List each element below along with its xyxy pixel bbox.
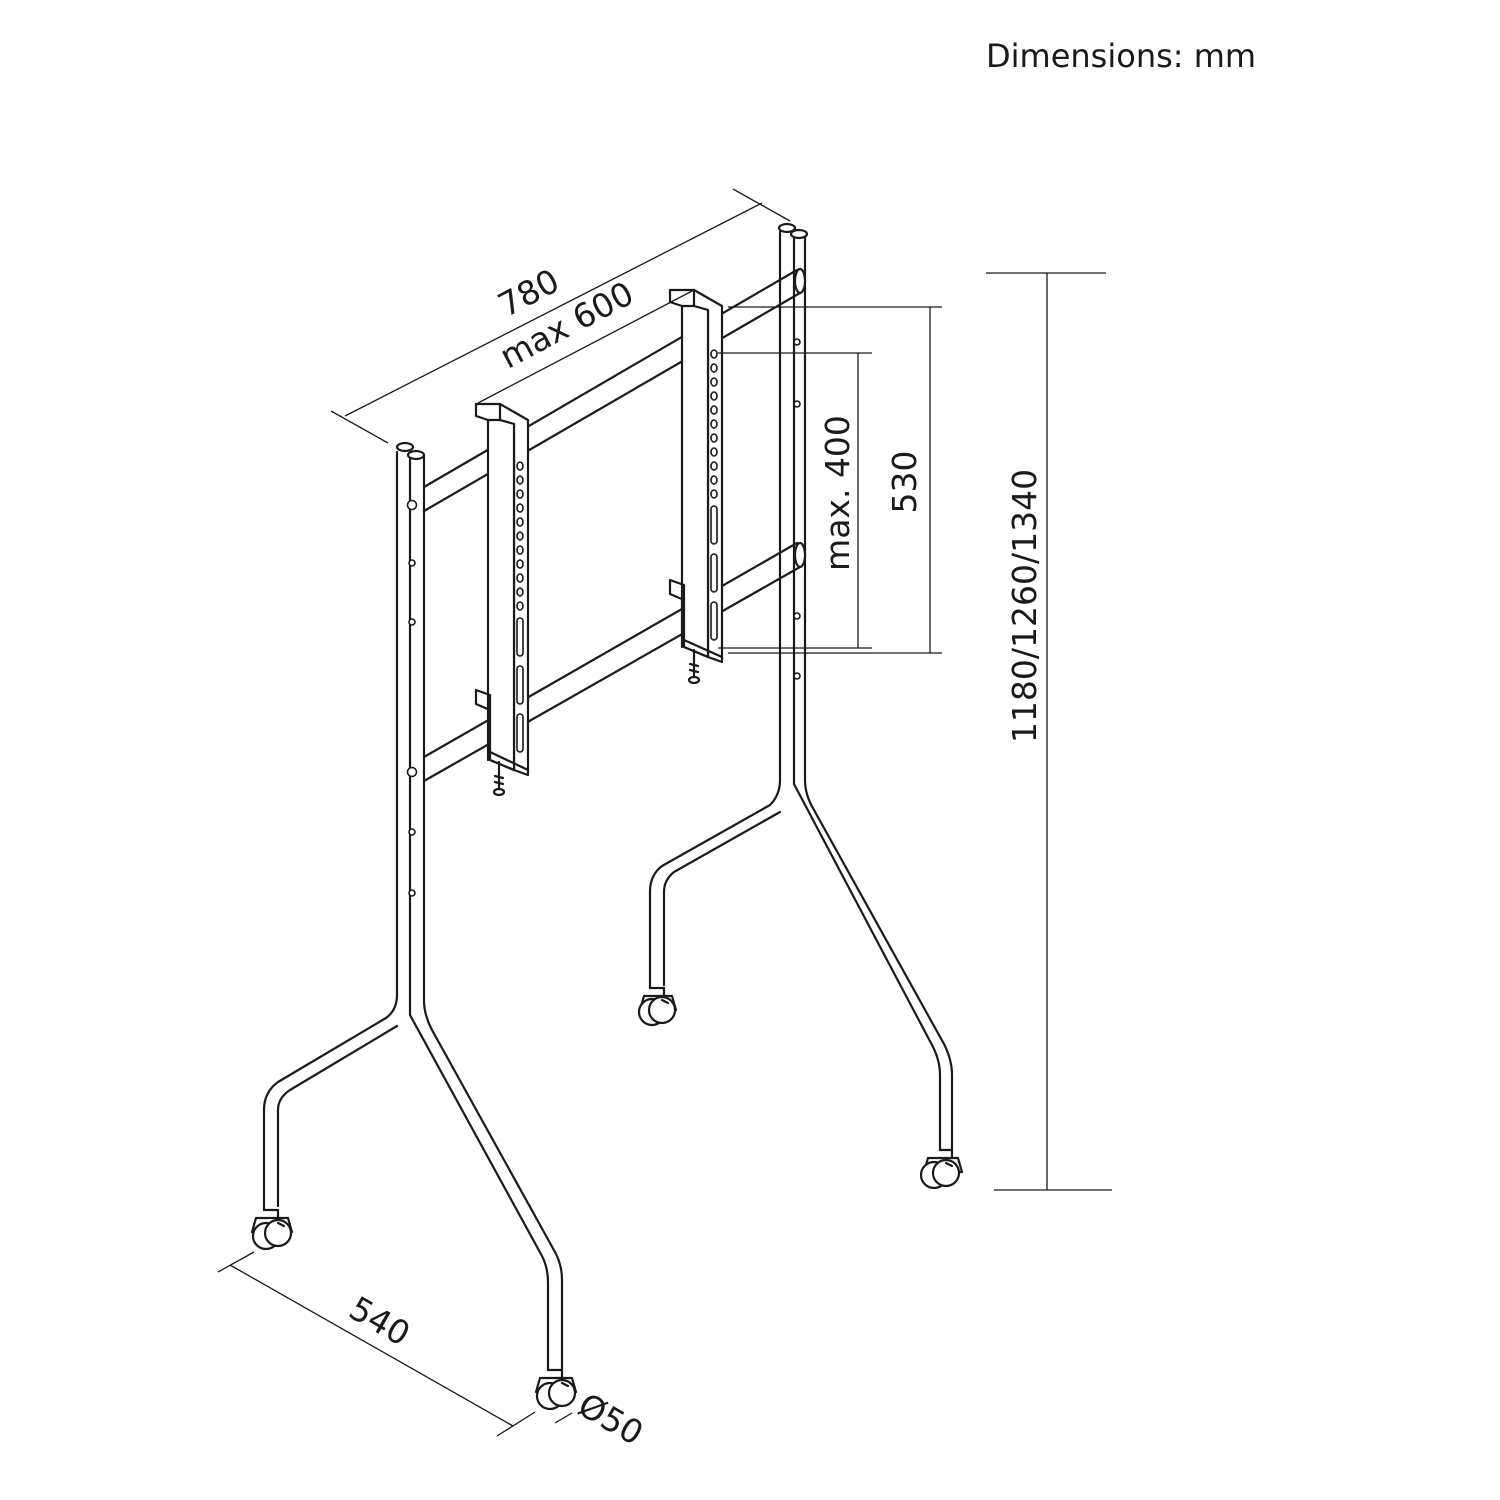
upper-crossbar bbox=[422, 267, 807, 513]
bracket-holes bbox=[710, 349, 718, 641]
dimension-bracket-height: 530 bbox=[728, 306, 942, 654]
caster-rear-right bbox=[919, 1148, 964, 1190]
caster-front-right bbox=[534, 1368, 578, 1411]
caster-diameter-label: Ø50 bbox=[572, 1385, 650, 1453]
caster-rear-left bbox=[637, 986, 678, 1027]
stand-height-label: 1180/1260/1340 bbox=[1005, 469, 1044, 743]
caster-front-left bbox=[250, 1208, 294, 1251]
right-vesa-bracket bbox=[668, 288, 724, 685]
units-note: Dimensions: mm bbox=[986, 37, 1256, 75]
vesa-height-label: max. 400 bbox=[818, 415, 857, 571]
bracket-holes bbox=[516, 461, 524, 753]
dimension-stand-height: 1180/1260/1340 bbox=[986, 272, 1112, 1191]
dimension-vesa-height: max. 400 bbox=[718, 352, 872, 649]
dimension-base-depth: 540 bbox=[217, 1251, 536, 1437]
rear-upright bbox=[648, 222, 954, 1152]
bracket-height-label: 530 bbox=[885, 451, 924, 514]
front-upright bbox=[262, 441, 564, 1372]
base-depth-label: 540 bbox=[343, 1288, 417, 1353]
left-vesa-bracket bbox=[474, 402, 530, 797]
lower-crossbar bbox=[422, 541, 807, 783]
